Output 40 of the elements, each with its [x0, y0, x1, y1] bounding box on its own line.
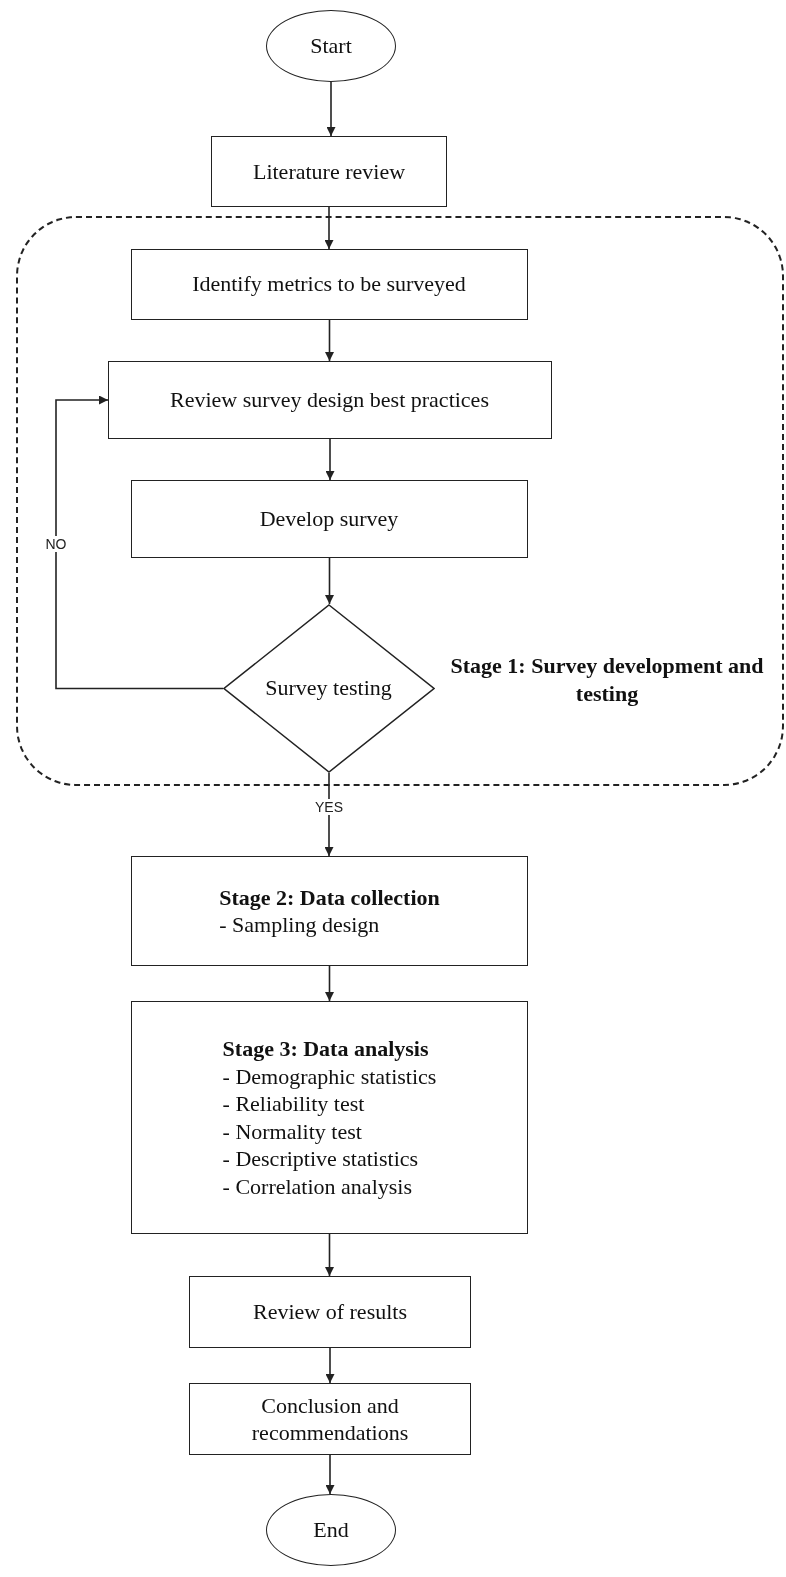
process-box — [130, 479, 528, 558]
stage-heading: Stage 2: Data collection — [219, 883, 440, 911]
arrow — [55, 395, 224, 690]
stage-heading: Stage 3: Data analysis — [222, 1035, 429, 1063]
list-item: - Correlation analysis — [222, 1172, 412, 1200]
decision-diamond — [222, 603, 435, 773]
node-label: Review of results — [253, 1298, 407, 1326]
list-item: - Demographic statistics — [222, 1062, 437, 1090]
arrow — [325, 1347, 335, 1384]
arrow — [325, 557, 334, 605]
arrow — [325, 965, 334, 1002]
arrow — [325, 1233, 334, 1277]
node-label: Survey testing — [265, 674, 392, 702]
process-box — [107, 360, 552, 439]
process-box — [130, 248, 528, 320]
process-box — [131, 1001, 528, 1234]
edge-label: NO — [43, 536, 69, 553]
list-item: - Sampling design — [219, 911, 380, 939]
process-box — [189, 1276, 471, 1348]
node-label: Identify metrics to be surveyed — [192, 270, 466, 298]
arrow — [325, 319, 334, 362]
list-item: - Reliability test — [222, 1090, 365, 1118]
arrow — [324, 206, 334, 250]
arrow — [326, 81, 336, 137]
list-item: - Descriptive statistics — [222, 1145, 419, 1173]
stage-group-border — [16, 216, 784, 786]
node-label: Conclusion and recommendations — [250, 1391, 410, 1447]
arrow — [325, 438, 335, 481]
edge-label: YES — [313, 799, 345, 815]
process-box — [131, 856, 528, 966]
node-label: Review survey design best practices — [170, 385, 489, 414]
node-label: Develop survey — [259, 504, 399, 533]
process-box — [211, 136, 447, 207]
node-label: Literature review — [252, 157, 406, 186]
node-label: End — [313, 1516, 349, 1544]
stage-heading: Stage 1: Survey development and testing — [449, 652, 765, 707]
process-box — [189, 1383, 471, 1455]
arrow — [325, 1454, 335, 1495]
node-label: Start — [310, 32, 352, 60]
list-item: - Normality test — [222, 1117, 362, 1145]
